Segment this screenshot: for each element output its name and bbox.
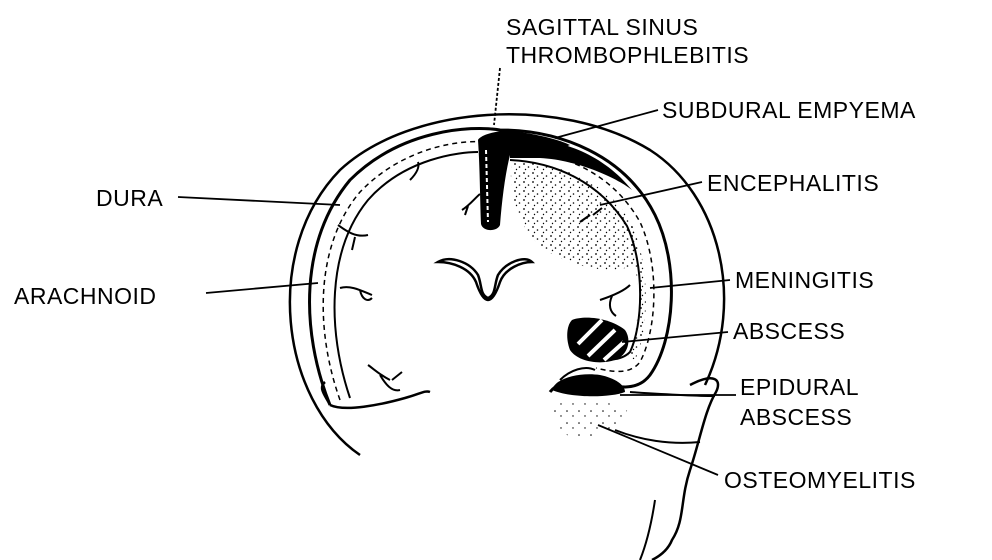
label-epidural-line1: EPIDURAL [740, 372, 859, 402]
label-osteomyelitis: OSTEOMYELITIS [724, 467, 916, 493]
label-sagittal-line1: SAGITTAL SINUS [506, 13, 749, 41]
skull-base-outline [652, 378, 718, 560]
label-abscess: ABSCESS [733, 318, 845, 344]
lateral-ventricles [438, 259, 532, 300]
label-subdural-empyema: SUBDURAL EMPYEMA [662, 97, 916, 123]
label-arachnoid: ARACHNOID [14, 283, 157, 309]
arachnoid-layer [323, 142, 482, 400]
label-dura: DURA [96, 185, 163, 211]
label-sagittal-line2: THROMBOPHLEBITIS [506, 41, 749, 69]
label-encephalitis: ENCEPHALITIS [707, 170, 879, 196]
label-epidural-abscess: EPIDURAL ABSCESS [740, 372, 859, 432]
label-meningitis: MENINGITIS [735, 267, 874, 293]
label-sagittal-sinus-thrombophlebitis: SAGITTAL SINUS THROMBOPHLEBITIS [506, 13, 749, 69]
brain-abscess [567, 318, 628, 363]
label-epidural-line2: ABSCESS [740, 402, 859, 432]
